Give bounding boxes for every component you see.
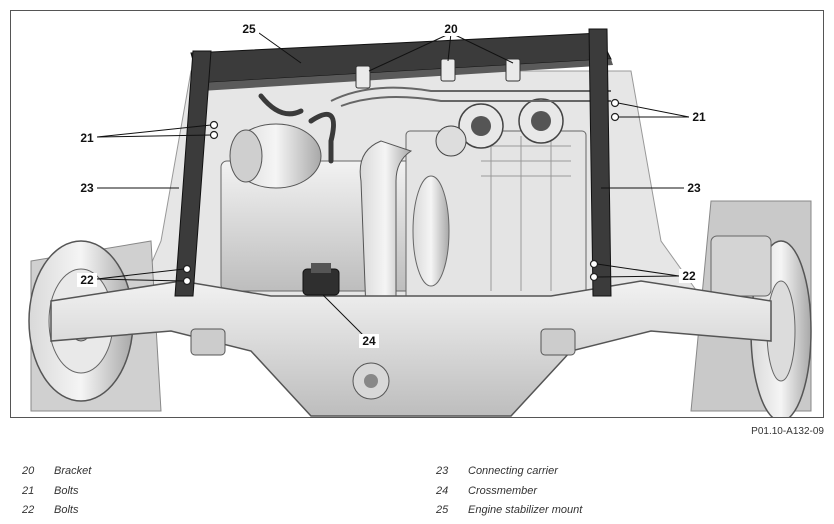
legend-number: 24 bbox=[436, 484, 449, 497]
callout-backgrounds bbox=[77, 22, 709, 348]
front-subframe bbox=[50, 280, 772, 417]
callout-25: 24 bbox=[362, 334, 376, 348]
legend-right: 23 Connecting carrier 24 Crossmember 25 Eng… bbox=[436, 462, 582, 521]
legend-item: 21 Bolts bbox=[22, 482, 91, 502]
legend-item: 20 Bracket bbox=[22, 462, 91, 482]
callout-21-right: 21 bbox=[692, 110, 706, 124]
callout-22-left: 22 bbox=[80, 273, 94, 287]
callout-22-right: 22 bbox=[682, 269, 696, 283]
callout-20: 20 bbox=[444, 22, 458, 36]
engine-stabilizer-mount bbox=[302, 263, 340, 296]
legend-number: 21 bbox=[22, 484, 35, 497]
callout-23-right: 23 bbox=[687, 181, 701, 195]
connecting-carrier-right bbox=[588, 28, 612, 297]
legend-label: Bolts bbox=[54, 484, 79, 497]
legend-label: Connecting carrier bbox=[468, 465, 558, 477]
legend-label: Crossmember bbox=[468, 484, 538, 497]
legend-item: 22 Bolts bbox=[22, 501, 91, 521]
callout-23-left: 23 bbox=[80, 181, 94, 195]
callout-21-left: 21 bbox=[80, 131, 94, 145]
legend-item: 23 Connecting carrier bbox=[436, 462, 582, 482]
engine-diagram: 25 20 21 21 23 23 22 22 24 bbox=[10, 10, 824, 418]
legend-item: 24 Crossmember bbox=[436, 482, 582, 502]
brackets bbox=[355, 58, 521, 89]
legend-number: 25 bbox=[436, 504, 449, 516]
legend-label: Engine stabilizer mount bbox=[468, 504, 583, 516]
legend-label: Bracket bbox=[54, 465, 92, 477]
legend-item: 25 Engine stabilizer mount bbox=[436, 501, 582, 521]
engine-illustration: 25 20 21 21 23 23 22 22 24 bbox=[28, 22, 812, 417]
alternator bbox=[229, 123, 322, 189]
leader-lines bbox=[96, 32, 690, 340]
pulleys bbox=[435, 98, 564, 157]
legend-number: 23 bbox=[436, 465, 449, 477]
hoses bbox=[258, 93, 336, 164]
callout-24: 25 bbox=[242, 22, 256, 36]
figure-code: P01.10-A132-09 bbox=[751, 426, 824, 437]
legend-number: 22 bbox=[22, 504, 35, 516]
connecting-carrier-left bbox=[174, 50, 212, 297]
fuel-lines bbox=[330, 86, 611, 107]
legend-number: 20 bbox=[22, 465, 35, 477]
right-brake-disc bbox=[710, 235, 812, 417]
legend-label: Bolts bbox=[54, 504, 79, 516]
